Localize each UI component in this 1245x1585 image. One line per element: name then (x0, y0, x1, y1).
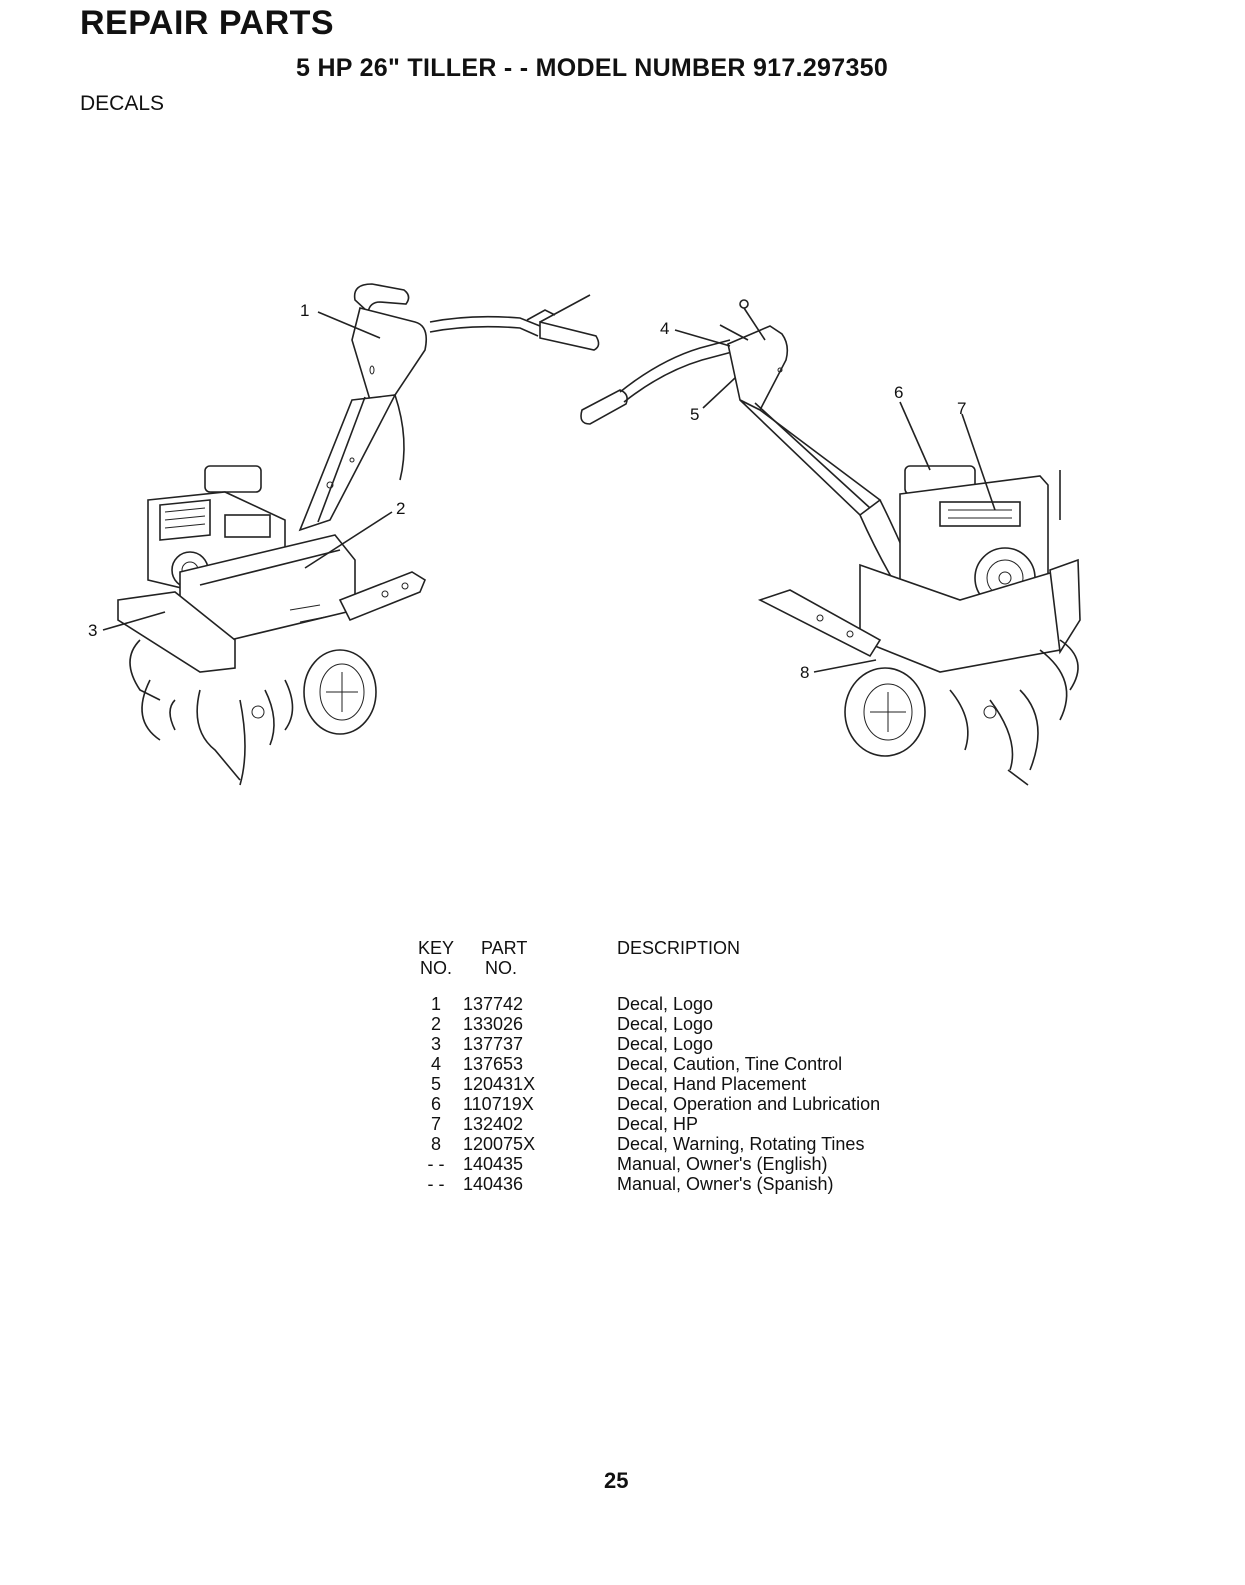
table-row: - - 140435 Manual, Owner's (English) (409, 1154, 937, 1174)
description-cell: Decal, Warning, Rotating Tines (617, 1134, 865, 1154)
key-cell: 1 (430, 994, 441, 1014)
key-cell: 2 (430, 1014, 441, 1034)
table-row: 3 137737 Decal, Logo (409, 1034, 937, 1054)
description-cell: Decal, Operation and Lubrication (617, 1094, 881, 1114)
key-cell: 5 (430, 1074, 441, 1094)
callout-3: 3 (88, 621, 97, 640)
column-header-part: PART NO. (463, 938, 617, 994)
page-title: REPAIR PARTS (80, 4, 335, 42)
callout-4: 4 (660, 319, 669, 338)
key-cell: 4 (430, 1054, 441, 1074)
description-cell: Manual, Owner's (Spanish) (617, 1174, 834, 1194)
header-part-line1: PART (481, 938, 528, 958)
header-part-line2: NO. (485, 958, 518, 978)
table-row: 2 133026 Decal, Logo (409, 1014, 937, 1034)
header-key-line2: NO. (419, 958, 452, 978)
description-cell: Decal, Logo (617, 1014, 714, 1034)
description-cell: Decal, HP (617, 1114, 699, 1134)
page-number: 25 (604, 1468, 629, 1493)
table-row: 6 110719X Decal, Operation and Lubrication (409, 1094, 937, 1114)
part-cell: 120075X (463, 1134, 536, 1154)
tiller-illustrations: 1 2 3 (88, 283, 1081, 786)
key-cell: 8 (430, 1134, 441, 1154)
header-key-line1: KEY (417, 938, 455, 958)
callout-5: 5 (690, 405, 699, 424)
table-row: 7 132402 Decal, HP (409, 1114, 937, 1134)
table-row: - - 140436 Manual, Owner's (Spanish) (409, 1174, 937, 1194)
part-cell: 137737 (463, 1034, 524, 1054)
callout-8: 8 (800, 663, 809, 682)
key-cell: 6 (430, 1094, 441, 1114)
section-heading: DECALS (80, 92, 165, 115)
part-cell: 140435 (463, 1154, 524, 1174)
key-cell: 7 (430, 1114, 441, 1134)
part-cell: 120431X (463, 1074, 536, 1094)
callout-1: 1 (300, 301, 309, 320)
column-header-description: DESCRIPTION (617, 938, 741, 958)
description-cell: Decal, Logo (617, 994, 714, 1014)
description-cell: Manual, Owner's (English) (617, 1154, 828, 1174)
callout-2: 2 (396, 499, 405, 518)
table-row: 4 137653 Decal, Caution, Tine Control (409, 1054, 937, 1074)
key-cell: 3 (430, 1034, 441, 1054)
page-subtitle: 5 HP 26" TILLER - - MODEL NUMBER 917.297… (296, 54, 889, 82)
column-header-key: KEY NO. (409, 938, 463, 994)
key-cell: - - (427, 1174, 445, 1194)
part-cell: 133026 (463, 1014, 524, 1034)
part-cell: 137653 (463, 1054, 524, 1074)
part-cell: 110719X (463, 1094, 534, 1114)
part-cell: 132402 (463, 1114, 524, 1134)
key-cell: - - (427, 1154, 445, 1174)
description-cell: Decal, Caution, Tine Control (617, 1054, 843, 1074)
description-cell: Decal, Hand Placement (617, 1074, 807, 1094)
left-tiller-drawing: 1 2 3 (88, 283, 600, 786)
right-tiller-drawing: 4 5 6 7 8 (580, 299, 1081, 786)
table-header-row: KEY NO. PART NO. DESCRIPTION (409, 938, 937, 994)
table-row: 5 120431X Decal, Hand Placement (409, 1074, 937, 1094)
table-row: 8 120075X Decal, Warning, Rotating Tines (409, 1134, 937, 1154)
part-cell: 137742 (463, 994, 524, 1014)
description-cell: Decal, Logo (617, 1034, 714, 1054)
callout-6: 6 (894, 383, 903, 402)
callout-7: 7 (957, 399, 966, 418)
table-row: 1 137742 Decal, Logo (409, 994, 937, 1014)
part-cell: 140436 (463, 1174, 524, 1194)
